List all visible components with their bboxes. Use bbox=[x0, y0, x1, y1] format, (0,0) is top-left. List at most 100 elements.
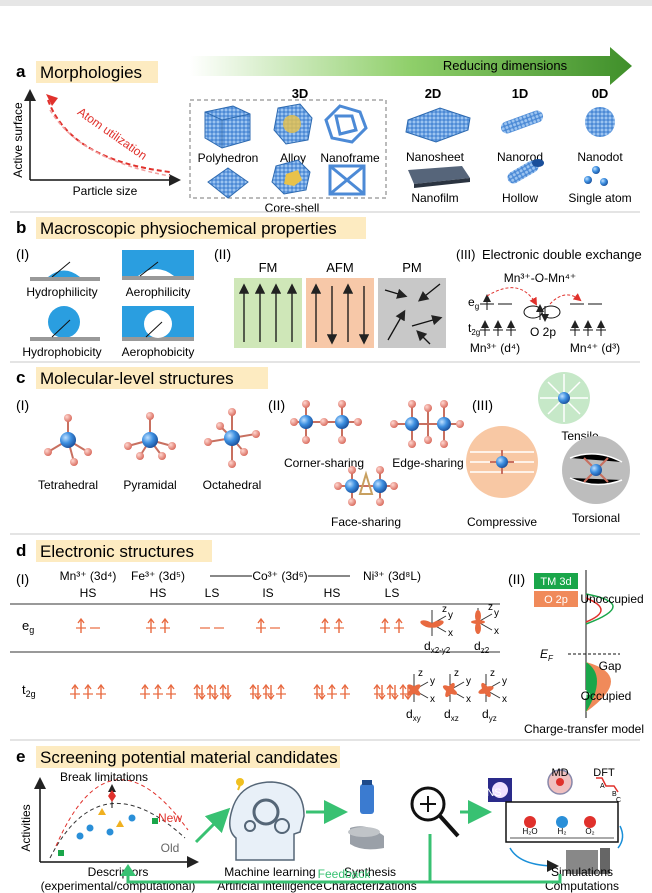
single-atom-image bbox=[584, 166, 608, 186]
svg-text:z: z bbox=[490, 668, 495, 679]
3d-box bbox=[189, 99, 387, 199]
share-face: Face-sharing bbox=[331, 515, 401, 529]
break-limitations: Break limitations bbox=[60, 770, 148, 784]
fm-spins bbox=[238, 283, 298, 342]
panel-a: a Morphologies Reducing dimensions Activ… bbox=[10, 47, 640, 215]
svg-text:x: x bbox=[448, 628, 453, 639]
aerophobicity-image bbox=[122, 306, 194, 341]
dft-label: DFT bbox=[593, 767, 615, 779]
hydrophobicity-image bbox=[30, 306, 100, 341]
svg-text:z: z bbox=[418, 668, 423, 679]
wet-hydrophilicity: Hydrophilicity bbox=[26, 285, 97, 299]
svg-text:y: y bbox=[502, 676, 507, 687]
ml-label: Machine learning bbox=[224, 865, 315, 879]
spin-label: LS bbox=[385, 586, 400, 600]
o2-label: O₂ bbox=[585, 827, 594, 836]
simulation-image bbox=[488, 769, 624, 874]
dim-2d: 2D bbox=[425, 86, 442, 101]
m3d-polyhedron: Polyhedron bbox=[198, 151, 259, 165]
panel-d: d Electronic structures (I) Mn³⁺ (3d⁴) F… bbox=[10, 540, 644, 741]
nanoframe-image bbox=[324, 104, 368, 144]
spin-label: IS bbox=[262, 586, 273, 600]
spin-label: HS bbox=[324, 586, 341, 600]
svg-text:eg: eg bbox=[468, 295, 479, 311]
charge-transfer-model bbox=[568, 570, 620, 718]
electron-arrow bbox=[71, 683, 79, 699]
panel-e-letter: e bbox=[16, 747, 25, 766]
h2-label: H₂ bbox=[558, 827, 567, 836]
electron-arrow bbox=[206, 683, 214, 699]
eg-orbitals: zyx dx2-y2 zyx dz2 bbox=[420, 602, 499, 655]
dxy-orbital: zyx bbox=[407, 668, 435, 705]
m3d-core-shell: Core-shell bbox=[265, 201, 320, 215]
feedback-label: Feedback bbox=[318, 867, 372, 881]
torsional-image bbox=[562, 436, 630, 504]
nanofilm-image bbox=[408, 166, 470, 188]
b-part-2: (II) bbox=[214, 246, 231, 262]
activities-label: Activities bbox=[19, 804, 33, 851]
electron-arrow bbox=[198, 685, 206, 701]
spin-label: HS bbox=[150, 586, 167, 600]
tensile-image bbox=[538, 372, 590, 424]
orbital-slot bbox=[380, 617, 390, 633]
feedback-arrow bbox=[120, 864, 562, 884]
panel-e: e Screening potential material candidate… bbox=[16, 746, 624, 893]
electron-arrow bbox=[154, 683, 162, 699]
occupied-label: Occupied bbox=[581, 689, 632, 703]
dyz-orbital: zyx bbox=[478, 668, 507, 705]
t2g-orbitals: zyx dxy zyx dxz zyx dyz bbox=[406, 668, 507, 723]
d-part-1: (I) bbox=[16, 571, 29, 587]
c-part-1: (I) bbox=[16, 397, 29, 413]
mag-pm: PM bbox=[402, 260, 422, 275]
svg-text:x: x bbox=[494, 626, 499, 637]
dim-3d: 3D bbox=[292, 86, 309, 101]
electron-arrow bbox=[386, 683, 394, 699]
electron-arrow bbox=[318, 685, 326, 701]
orbital-slot bbox=[327, 683, 337, 699]
orbital-dyz-label: dyz bbox=[482, 707, 497, 723]
edge-sharing-image bbox=[390, 400, 464, 448]
svg-text:x: x bbox=[502, 694, 507, 705]
d-t2g-label: t2g bbox=[22, 682, 36, 699]
wet-hydrophobicity: Hydrophobicity bbox=[22, 345, 101, 359]
d-eg-label: eg bbox=[22, 618, 34, 635]
panel-e-title: Screening potential material candidates bbox=[40, 748, 338, 767]
panel-b-letter: b bbox=[16, 218, 26, 237]
tetrahedral-image bbox=[44, 414, 92, 466]
pyramidal-image bbox=[124, 412, 176, 460]
orbital-slot bbox=[249, 683, 262, 701]
electron-arrow bbox=[161, 617, 169, 633]
electron-arrow bbox=[267, 685, 275, 701]
octahedral-image bbox=[204, 408, 260, 468]
svg-text:Mn³⁺ (d⁴): Mn³⁺ (d⁴) bbox=[470, 341, 520, 355]
old-label: Old bbox=[161, 841, 180, 855]
legend-o2p-label: O 2p bbox=[544, 594, 568, 606]
mag-afm: AFM bbox=[326, 260, 353, 275]
compressive-image bbox=[466, 426, 538, 498]
panel-d-title: Electronic structures bbox=[40, 542, 194, 561]
panel-b: b Macroscopic physiochemical properties … bbox=[10, 217, 642, 363]
svg-text:Mn⁴⁺ (d³): Mn⁴⁺ (d³) bbox=[570, 341, 620, 355]
orbital-dxz-label: dxz bbox=[444, 707, 459, 723]
electron-arrow bbox=[211, 685, 219, 701]
mn-o-mn-label: Mn³⁺-O-Mn⁴⁺ bbox=[504, 271, 577, 285]
simulations-label: Simulations bbox=[551, 865, 613, 879]
dimension-arrow-label: Reducing dimensions bbox=[443, 58, 568, 73]
electron-arrow bbox=[391, 685, 399, 701]
unoccupied-label: Unoccupied bbox=[580, 592, 643, 606]
arrow-to-ml bbox=[194, 807, 231, 844]
electron-arrow bbox=[399, 683, 407, 699]
electron-arrow bbox=[84, 683, 92, 699]
svg-text:y: y bbox=[448, 610, 453, 621]
dx2y2-orbital: zyx bbox=[420, 604, 453, 639]
legend-tm3d bbox=[534, 573, 578, 589]
wet-aerophobicity: Aerophobicity bbox=[122, 345, 195, 359]
ion-mn: Mn³⁺ (3d⁴) bbox=[60, 569, 117, 583]
electron-arrow bbox=[262, 683, 270, 699]
electron-arrow bbox=[313, 683, 321, 699]
geo-pyramidal: Pyramidal bbox=[123, 478, 176, 492]
electron-arrow bbox=[167, 683, 175, 699]
plot-curve-label: Atom utilization bbox=[75, 105, 150, 163]
ion-ni: Ni³⁺ (3d⁸L) bbox=[363, 569, 421, 583]
